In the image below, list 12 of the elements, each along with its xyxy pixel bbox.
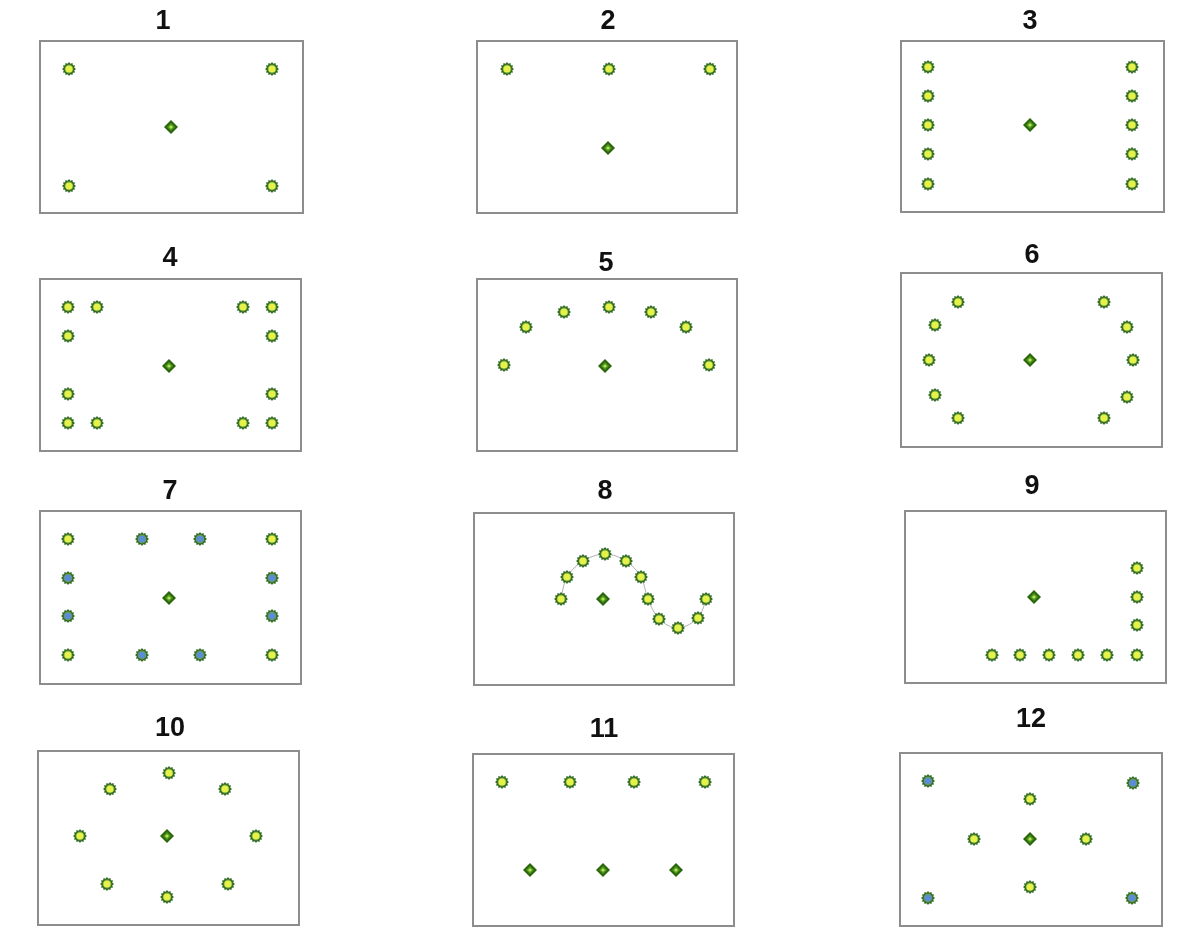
panel-number: 11 bbox=[589, 712, 619, 744]
panel-number: 6 bbox=[1024, 238, 1040, 270]
panel-number: 7 bbox=[162, 474, 178, 506]
panel-number: 9 bbox=[1024, 469, 1040, 501]
panel-number: 5 bbox=[598, 246, 614, 278]
panel-number: 4 bbox=[162, 241, 178, 273]
panel-number: 1 bbox=[155, 4, 171, 36]
panel-number: 2 bbox=[600, 4, 616, 36]
panel-number: 8 bbox=[597, 474, 613, 506]
panel-number: 3 bbox=[1022, 4, 1038, 36]
panel-number: 10 bbox=[155, 711, 185, 743]
panel-number: 12 bbox=[1016, 702, 1046, 734]
